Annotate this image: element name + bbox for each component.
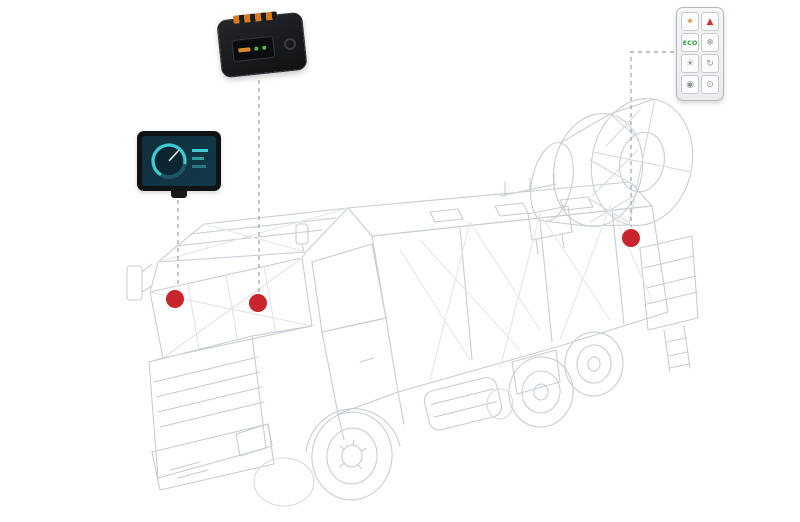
keypad-button-grid: ✶ ▲ ECO ❄ ☀ ↻ ◉ ⊙ (681, 12, 719, 94)
controller-port (283, 37, 297, 51)
rotate-button: ↻ (701, 54, 719, 73)
hotspot-marker-rear-body[interactable] (622, 229, 640, 247)
controller-device (216, 11, 308, 79)
status-bar (238, 47, 251, 53)
work-light-button: ✶ (681, 12, 699, 31)
fan-button: ❄ (701, 33, 719, 52)
tank-body (347, 173, 669, 393)
mirrors (126, 223, 309, 301)
controller-indicator-panel (231, 35, 276, 63)
status-led (262, 45, 267, 50)
wheels (253, 331, 624, 507)
mode-button: ◉ (681, 75, 699, 94)
eco-mode-button: ECO (681, 33, 699, 52)
keypad-device: ✶ ▲ ECO ❄ ☀ ↻ ◉ ⊙ (676, 7, 724, 101)
connector-line-keypad (630, 51, 674, 227)
fog-cannon (527, 97, 694, 255)
gauge-graphic (151, 143, 208, 179)
rear-platform (639, 235, 699, 373)
display-screen (142, 136, 216, 186)
beacon-button: ▲ (701, 12, 719, 31)
hotspot-marker-windshield-left[interactable] (166, 290, 184, 308)
front-grille (148, 325, 313, 491)
power-button: ⊙ (701, 75, 719, 94)
display-device (137, 131, 221, 198)
status-led (254, 46, 259, 51)
display-mount (171, 191, 187, 198)
spray-button: ☀ (681, 54, 699, 73)
mesh-lines (157, 205, 653, 381)
underbody (423, 349, 561, 431)
hotspot-marker-windshield-right[interactable] (249, 294, 267, 312)
